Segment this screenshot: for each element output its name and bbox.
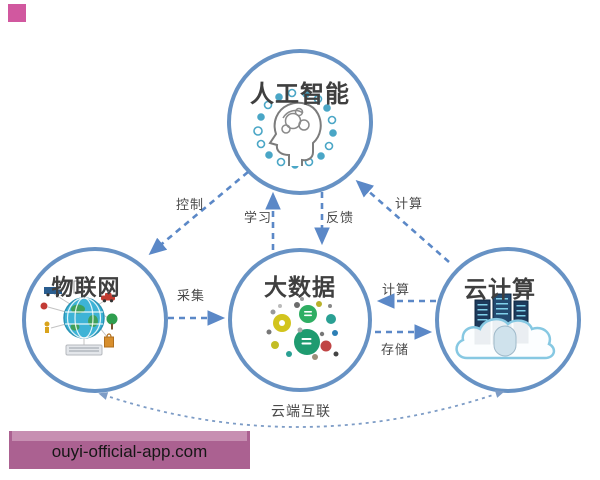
brain-circuit-icon (253, 88, 337, 169)
data-bubbles-icon (266, 297, 339, 360)
car-icon (101, 293, 115, 303)
watermark-text: ouyi-official-app.com (51, 442, 208, 461)
control-edge-label: 控制 (176, 197, 205, 212)
truck-icon (44, 287, 62, 297)
document-icon (73, 280, 83, 294)
cloud-node-label: 云计算 (464, 276, 536, 302)
iot-node-label: 物联网 (51, 275, 121, 300)
watermark-square (8, 4, 26, 22)
interlink-edge-label: 云端互联 (271, 403, 331, 419)
compute-top-arrow (355, 179, 450, 263)
watermark-banner-strip (12, 431, 247, 441)
feedback-edge-label: 反馈 (326, 210, 355, 225)
person-icon (44, 321, 50, 333)
learn-edge-label: 学习 (244, 210, 273, 225)
flower-icon (40, 302, 48, 310)
tree-icon (106, 313, 118, 330)
keyboard-icon (65, 344, 103, 356)
store-edge-label: 存储 (381, 342, 410, 357)
compute-mid-edge-label: 计算 (382, 282, 411, 297)
ai-node-label: 人工智能 (250, 81, 350, 108)
cloud-servers-icon (455, 293, 556, 360)
interlink-arrow (98, 390, 505, 428)
bag-icon (104, 333, 114, 348)
connected-globe-icon (40, 280, 118, 356)
compute-top-edge-label: 计算 (395, 196, 424, 211)
watermark-banner: ouyi-official-app.com (9, 431, 250, 469)
collect-edge-label: 采集 (177, 288, 206, 303)
bigdata-node-label: 大数据 (264, 274, 336, 300)
